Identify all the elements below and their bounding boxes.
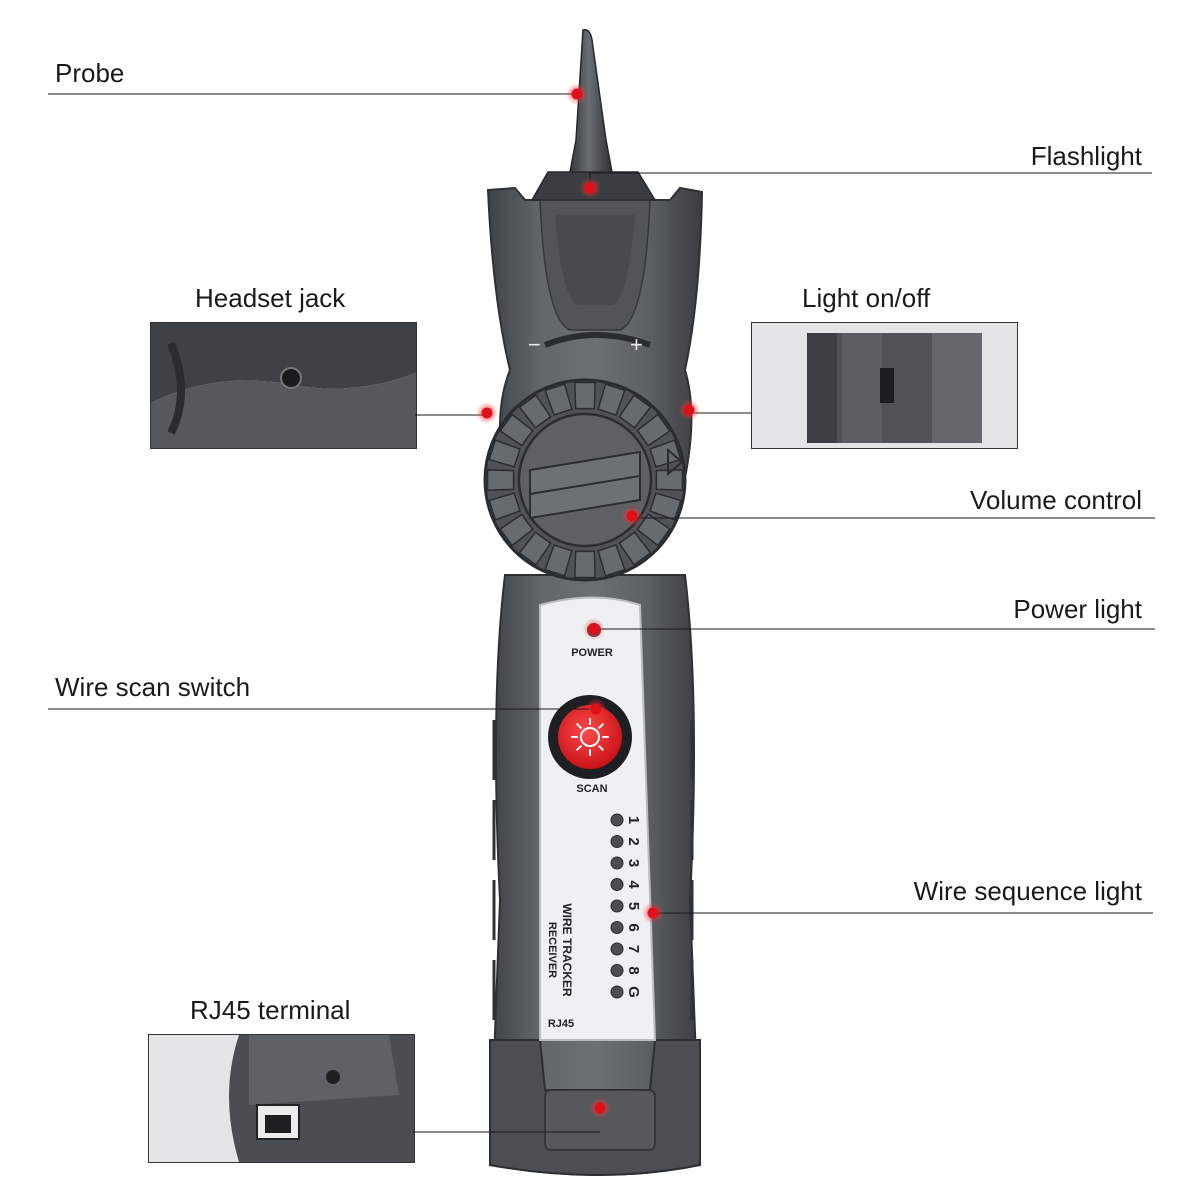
sun-ray: [576, 745, 582, 751]
wire-led: [610, 985, 624, 999]
sun-ray: [598, 723, 604, 729]
rj45-label-text: RJ45: [548, 1018, 574, 1030]
dial-tooth: [518, 531, 552, 566]
wire-sequence-leds: 1 2 3 4 5 6 7 8G: [610, 813, 642, 999]
callout-headset-jack: Headset jack: [195, 283, 346, 313]
dial-tooth: [488, 439, 521, 468]
dial-tooth: [544, 383, 573, 416]
bottom-cap-face: [544, 1089, 656, 1151]
wire-led: [610, 835, 624, 848]
wire-led-label: 5: [625, 902, 642, 910]
dial-tooth: [499, 413, 534, 447]
dial-tooth: [618, 531, 652, 566]
dial-tooth: [518, 394, 552, 429]
wire-led: [610, 878, 624, 891]
headset-jack-inset: [150, 322, 417, 449]
wire-led-label: 2: [625, 837, 642, 845]
wire-led-label: 1: [625, 816, 642, 824]
wire-led-label: 6: [625, 923, 642, 931]
wire-led: [610, 856, 624, 870]
dial-minus-text: −: [528, 332, 541, 357]
device-title-line2: RECEIVER: [546, 922, 558, 978]
dial-tooth: [618, 394, 652, 429]
dial-tooth: [486, 469, 515, 491]
dial-tooth: [636, 413, 671, 447]
dial-plus-text: +: [630, 332, 643, 357]
wire-led-label: 8: [625, 966, 642, 974]
callout-volume-control: Volume control: [970, 485, 1142, 515]
dial-tooth: [499, 513, 534, 547]
callout-probe: Probe: [55, 58, 125, 88]
wire-led-label: 7: [625, 945, 642, 953]
headset-jack-hole: [280, 367, 302, 389]
power-led: [587, 623, 601, 637]
head-ridge: [555, 215, 635, 305]
power-label-text: POWER: [571, 647, 613, 659]
sun-ray: [576, 723, 582, 729]
wire-led: [610, 921, 624, 934]
sun-ray: [598, 745, 604, 751]
wire-led: [610, 813, 624, 827]
dial-tooth: [597, 383, 626, 416]
wire-led-label: 4: [625, 880, 642, 889]
dial-tooth: [574, 381, 596, 410]
callout-power-light: Power light: [1013, 594, 1142, 624]
rj45-terminal-inset: [148, 1034, 415, 1163]
wire-led: [610, 899, 624, 913]
probe-collar: [530, 171, 657, 201]
dial-tooth: [597, 544, 626, 577]
dial-tooth: [544, 544, 573, 577]
scan-label-text: SCAN: [576, 783, 607, 795]
wire-led-label: G: [625, 986, 642, 998]
volume-arc: [543, 332, 652, 348]
device-title-line1: WIRE TRACKER: [560, 903, 574, 997]
dial-tooth: [649, 492, 682, 521]
dial-tooth: [574, 550, 596, 579]
scan-button: [548, 695, 632, 779]
callout-light-onoff: Light on/off: [802, 283, 931, 313]
volume-dial: [483, 378, 687, 582]
light-switch-inset: [751, 322, 1018, 449]
callout-wire-scan-switch: Wire scan switch: [55, 672, 251, 702]
grip-ribs: [492, 720, 694, 1020]
callout-wire-sequence-light: Wire sequence light: [913, 876, 1142, 906]
probe-cone: [569, 28, 613, 176]
callout-rj45-terminal: RJ45 terminal: [190, 995, 351, 1025]
light-switch-slider: [880, 368, 894, 403]
wire-led: [610, 942, 624, 956]
wire-led-label: 3: [625, 859, 642, 867]
dial-tooth: [649, 439, 682, 468]
callout-flashlight: Flashlight: [1030, 141, 1142, 171]
wire-led: [610, 964, 624, 977]
dial-tooth: [488, 492, 521, 521]
